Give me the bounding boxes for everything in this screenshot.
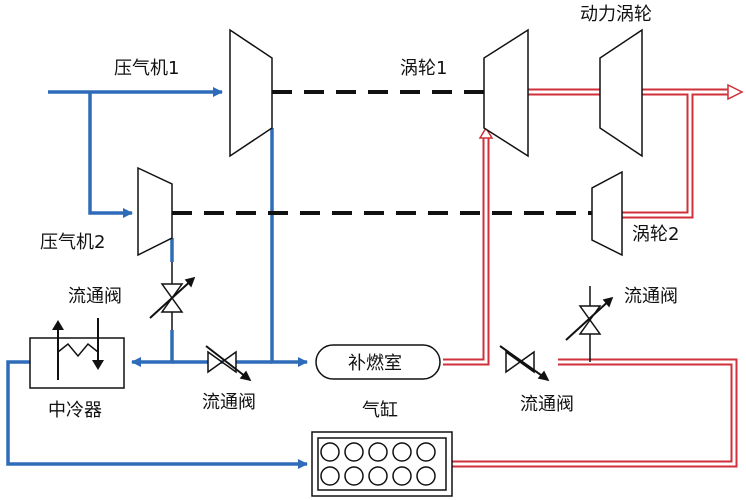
compressor-1 bbox=[229, 28, 273, 158]
shafts bbox=[172, 90, 592, 215]
coolant-loop bbox=[57, 342, 99, 358]
turbine1-label: 涡轮1 bbox=[400, 58, 447, 79]
turbine2-label: 涡轮2 bbox=[632, 224, 679, 245]
cylinder-bore-icon bbox=[392, 442, 412, 462]
cylinder-bore-icon bbox=[416, 466, 436, 486]
turbine-1 bbox=[483, 28, 529, 158]
intercooler-to-cylinder bbox=[6, 360, 308, 469]
afterburner bbox=[315, 344, 441, 380]
intercooler bbox=[29, 318, 125, 389]
power-turbine bbox=[599, 28, 643, 158]
exhaust-lines bbox=[443, 83, 744, 468]
cylinder-bore-icon bbox=[344, 466, 364, 486]
compressor-2 bbox=[137, 166, 173, 257]
valve-center-label: 流通阀 bbox=[202, 392, 256, 413]
cylinder-block bbox=[311, 431, 453, 497]
valve-left-top-label: 流通阀 bbox=[68, 286, 122, 307]
compressor2-label: 压气机2 bbox=[40, 232, 105, 253]
cylinder-bore-icon bbox=[368, 466, 388, 486]
compressor1-label: 压气机1 bbox=[114, 58, 179, 79]
cylinder-bore-icon bbox=[320, 466, 340, 486]
valve-right-bottom-icon bbox=[499, 345, 550, 382]
turbine-2 bbox=[591, 170, 623, 257]
valve-left-icon bbox=[149, 262, 196, 330]
cylinder-bore-icon bbox=[392, 466, 412, 486]
bypass-to-intercooler bbox=[131, 330, 174, 367]
cylinder-label: 气缸 bbox=[362, 399, 398, 421]
cylinder-bore-icon bbox=[416, 442, 436, 462]
intercooler-label: 中冷器 bbox=[48, 400, 102, 421]
compressor1-outlet-to-afterburner bbox=[270, 128, 308, 367]
power-turbine-label: 动力涡轮 bbox=[580, 4, 652, 25]
valve-right-top-label: 流通阀 bbox=[624, 286, 678, 307]
inlet-branch-to-compressor2 bbox=[88, 92, 133, 218]
valve-center-icon bbox=[205, 345, 252, 382]
valve-right-top-icon bbox=[565, 286, 614, 362]
afterburner-label: 补燃室 bbox=[348, 353, 402, 374]
exhaust-outlet-arrow bbox=[727, 83, 744, 101]
cylinder-bore-icon bbox=[320, 442, 340, 462]
cylinder-bore-icon bbox=[368, 442, 388, 462]
cylinder-bore-icon bbox=[344, 442, 364, 462]
exhaust-arrow-to-turbine1 bbox=[478, 126, 494, 139]
valve-right-bottom-label: 流通阀 bbox=[520, 394, 574, 415]
